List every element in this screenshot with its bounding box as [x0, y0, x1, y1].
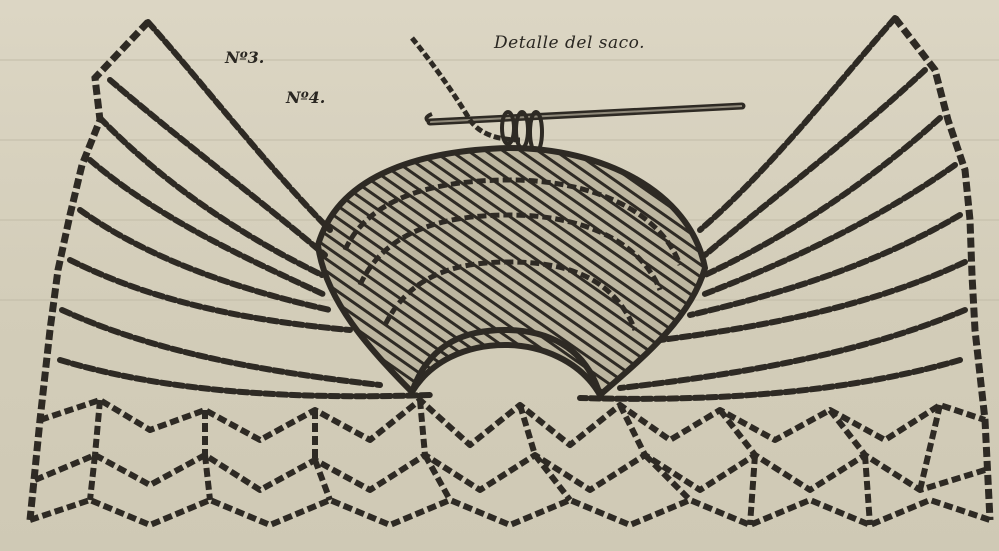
caption-title: Detalle del saco.	[494, 33, 645, 53]
crochet-hook	[426, 106, 742, 122]
label-number-3: Nº3.	[225, 48, 264, 67]
central-fan	[318, 148, 705, 395]
lower-lattice	[30, 400, 990, 525]
label-number-4: Nº4.	[286, 88, 325, 107]
